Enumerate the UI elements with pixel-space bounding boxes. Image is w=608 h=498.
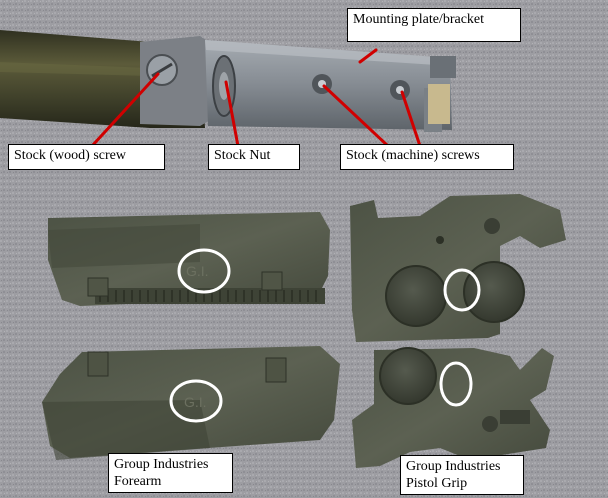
label-mounting-plate: Mounting plate/bracket [347, 8, 521, 42]
label-pistol-grip-line1: Group Industries [406, 459, 501, 474]
forearm-lower-marking: G.I. [184, 394, 207, 410]
label-pistol-grip: Group Industries Pistol Grip [400, 455, 524, 495]
label-mounting-plate-text: Mounting plate/bracket [353, 12, 485, 27]
plate-pad [428, 84, 450, 124]
label-forearm-line1: Group Industries [114, 457, 209, 472]
forearm-lower: G.I. [42, 346, 340, 460]
leader-wood-screw [90, 72, 160, 148]
forearm-upper-marking: G.I. [186, 263, 209, 279]
label-stock-nut-text: Stock Nut [214, 148, 271, 163]
highlight-circle [443, 268, 481, 312]
label-pistol-grip-line2: Pistol Grip [406, 476, 468, 491]
plate-end-tab [430, 56, 456, 78]
label-forearm-line2: Forearm [114, 474, 162, 489]
leader-machine-screw-1 [322, 84, 390, 148]
leader-machine-screw-2 [400, 90, 422, 148]
label-stock-machine-screws: Stock (machine) screws [340, 144, 514, 170]
highlight-circle [169, 379, 223, 423]
highlight-circle [439, 361, 473, 407]
leader-lines [90, 48, 422, 148]
leader-stock-nut [224, 80, 240, 148]
label-stock-wood-screw-text: Stock (wood) screw [14, 148, 126, 163]
stock-assembly [0, 30, 456, 132]
label-forearm: Group Industries Forearm [108, 453, 233, 493]
pistol-grip-upper [350, 194, 566, 342]
label-stock-wood-screw: Stock (wood) screw [8, 144, 165, 170]
label-stock-machine-screws-text: Stock (machine) screws [346, 148, 480, 163]
forearm-upper: G.I. [48, 212, 330, 306]
label-stock-nut: Stock Nut [208, 144, 300, 170]
pistol-grip-lower [352, 347, 554, 468]
highlight-circle [177, 248, 231, 294]
leader-mounting-plate [358, 48, 378, 64]
